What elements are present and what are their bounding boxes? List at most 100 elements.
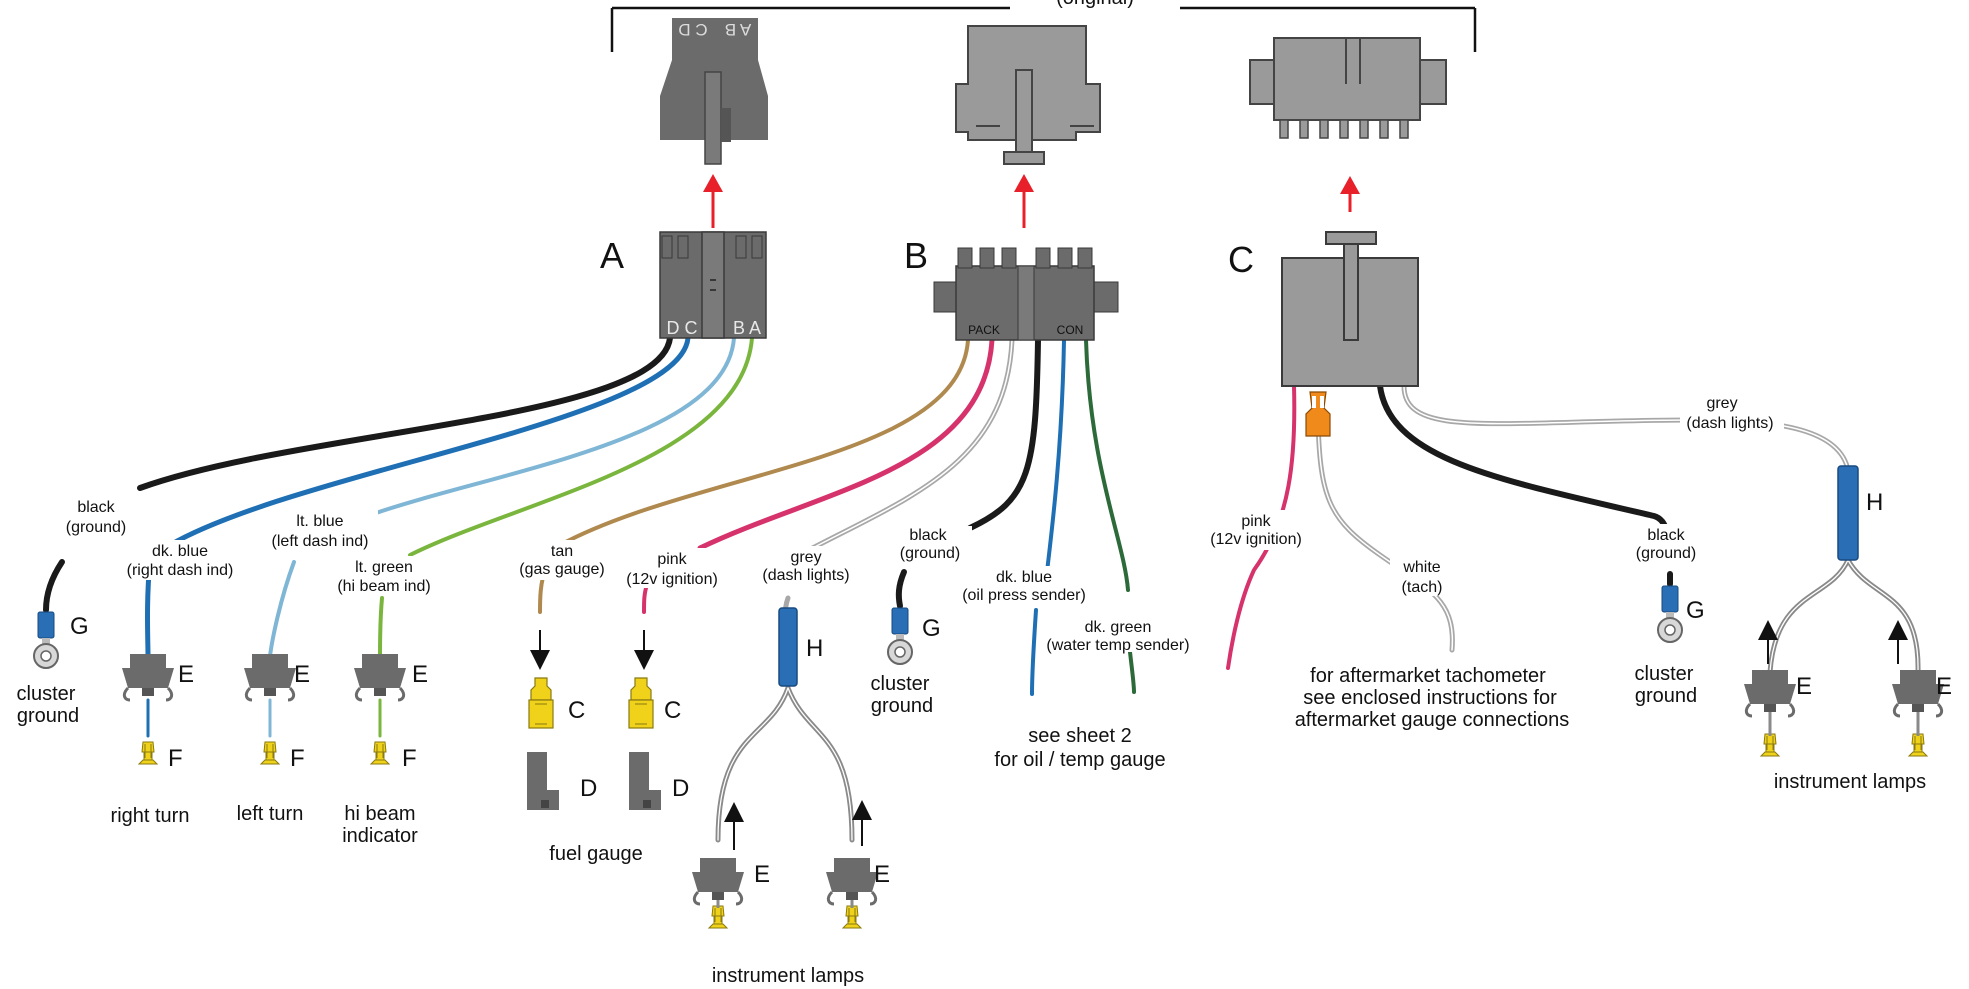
caption-left-turn: left turn — [237, 803, 304, 825]
caption-cluster-ground-3b: ground — [1635, 685, 1697, 707]
caption-right-turn: right turn — [111, 805, 190, 827]
caption-hi-beam-1: hi beam — [344, 803, 415, 825]
yellow-terminal-c-2 — [628, 677, 654, 729]
label-b-grey-desc: (dash lights) — [762, 567, 849, 584]
label-a-black-desc: (ground) — [66, 519, 126, 536]
original-connector-a: C D A B — [660, 18, 768, 165]
connector-b-letter: B — [904, 235, 928, 276]
red-arrow-a — [703, 174, 723, 228]
label-a-ltblue-name: lt. blue — [296, 513, 343, 530]
part-d-1: D — [580, 775, 597, 802]
part-d-2: D — [672, 775, 689, 802]
label-b-tan-desc: (gas gauge) — [519, 561, 604, 578]
caption-fuel-gauge: fuel gauge — [549, 843, 642, 865]
caption-tach-2: see enclosed instructions for — [1303, 687, 1557, 709]
block-d-1 — [527, 752, 559, 810]
part-g-3: G — [1686, 597, 1705, 624]
connector-a-pins-left: D C — [667, 318, 698, 338]
part-h-2: H — [1866, 489, 1883, 516]
ring-terminal-g-3 — [1657, 585, 1683, 643]
socket-e-hi-beam — [352, 652, 408, 702]
label-c-black-name: black — [1647, 527, 1685, 544]
label-a-dkblue-desc: (right dash ind) — [127, 562, 234, 579]
original-connectors-bracket: (original) — [610, 0, 1477, 52]
part-f-2: F — [290, 745, 305, 772]
caption-see-sheet-1: see sheet 2 — [1028, 725, 1131, 747]
label-c-pink-name: pink — [1241, 513, 1271, 530]
part-e-1: E — [178, 661, 194, 688]
black-arrows — [530, 620, 1908, 850]
flip-pins-left: C D — [678, 20, 707, 39]
connector-a-letter: A — [600, 235, 624, 276]
lamp-f-hi-beam — [370, 741, 390, 765]
caption-hi-beam-2: indicator — [342, 825, 418, 847]
caption-see-sheet-2: for oil / temp gauge — [994, 749, 1165, 771]
grey-wire-branch-c — [1767, 465, 1921, 675]
lamp-f-inst-2 — [842, 905, 862, 929]
part-f-1: F — [168, 745, 183, 772]
red-arrow-b — [1014, 174, 1034, 228]
part-e-7: E — [1936, 673, 1952, 700]
label-c-grey-desc: (dash lights) — [1686, 415, 1773, 432]
connector-b-pack-label: PACK — [968, 323, 1000, 337]
original-connector-b — [955, 25, 1101, 165]
caption-tach-1: for aftermarket tachometer — [1310, 665, 1546, 687]
lamp-f-inst-4 — [1908, 733, 1928, 757]
socket-e-right-turn — [120, 652, 176, 702]
wires-connector-a — [137, 335, 754, 557]
part-e-4: E — [754, 861, 770, 888]
label-b-tan-name: tan — [551, 543, 573, 560]
original-connector-c — [1249, 37, 1447, 139]
part-c-1: C — [568, 697, 585, 724]
label-b-dkblue-desc: (oil press sender) — [962, 587, 1086, 604]
bracket-label: (original) — [1056, 0, 1134, 9]
lamp-f-right-turn — [138, 741, 158, 765]
block-d-2 — [629, 752, 661, 810]
flip-pins-right: A B — [725, 20, 751, 39]
caption-instrument-lamps-2: instrument lamps — [1774, 771, 1926, 793]
connector-c-letter: C — [1228, 239, 1254, 280]
lamp-f-left-turn — [260, 741, 280, 765]
label-b-black-desc: (ground) — [900, 545, 960, 562]
part-g-1: G — [70, 613, 89, 640]
orange-spade-connector — [1305, 391, 1331, 437]
part-f-3: F — [402, 745, 417, 772]
splice-h-b — [778, 607, 798, 687]
label-b-dkgreen-name: dk. green — [1085, 619, 1152, 636]
part-e-2: E — [294, 661, 310, 688]
label-a-black-name: black — [77, 499, 115, 516]
wire-labels: black (ground) dk. blue (right dash ind)… — [60, 395, 1784, 654]
connector-b: PACK CON — [933, 247, 1119, 341]
yellow-terminal-c-1 — [528, 677, 554, 729]
splice-h-c — [1837, 465, 1859, 561]
caption-tach-3: aftermarket gauge connections — [1295, 709, 1570, 731]
wire-stubs-a — [43, 559, 384, 738]
part-e-6: E — [1796, 673, 1812, 700]
ring-terminal-g-1 — [33, 611, 59, 669]
lamp-f-inst-3 — [1760, 733, 1780, 757]
caption-cluster-ground-2a: cluster — [871, 673, 930, 695]
ring-terminal-g-2 — [887, 607, 913, 665]
connector-a: D C B A — [659, 231, 767, 339]
label-b-dkgreen-desc: (water temp sender) — [1046, 637, 1189, 654]
caption-cluster-ground-1b: ground — [17, 705, 79, 727]
caption-cluster-ground-1a: cluster — [17, 683, 76, 705]
label-c-black-desc: (ground) — [1636, 545, 1696, 562]
label-c-pink-desc: (12v ignition) — [1210, 531, 1302, 548]
part-c-2: C — [664, 697, 681, 724]
label-b-grey-name: grey — [790, 549, 821, 566]
wires-connector-b — [558, 337, 1130, 592]
part-g-2: G — [922, 615, 941, 642]
part-e-3: E — [412, 661, 428, 688]
socket-e-lamp-1 — [690, 856, 746, 906]
connector-c — [1281, 231, 1419, 437]
caption-cluster-ground-3a: cluster — [1635, 663, 1694, 685]
label-c-grey-name: grey — [1706, 395, 1737, 412]
label-b-dkblue-name: dk. blue — [996, 569, 1052, 586]
lamp-leads — [716, 712, 1920, 908]
label-b-pink-name: pink — [657, 551, 687, 568]
label-a-ltblue-desc: (left dash ind) — [272, 533, 369, 550]
label-a-ltgreen-name: lt. green — [355, 559, 413, 576]
label-a-dkblue-name: dk. blue — [152, 543, 208, 560]
